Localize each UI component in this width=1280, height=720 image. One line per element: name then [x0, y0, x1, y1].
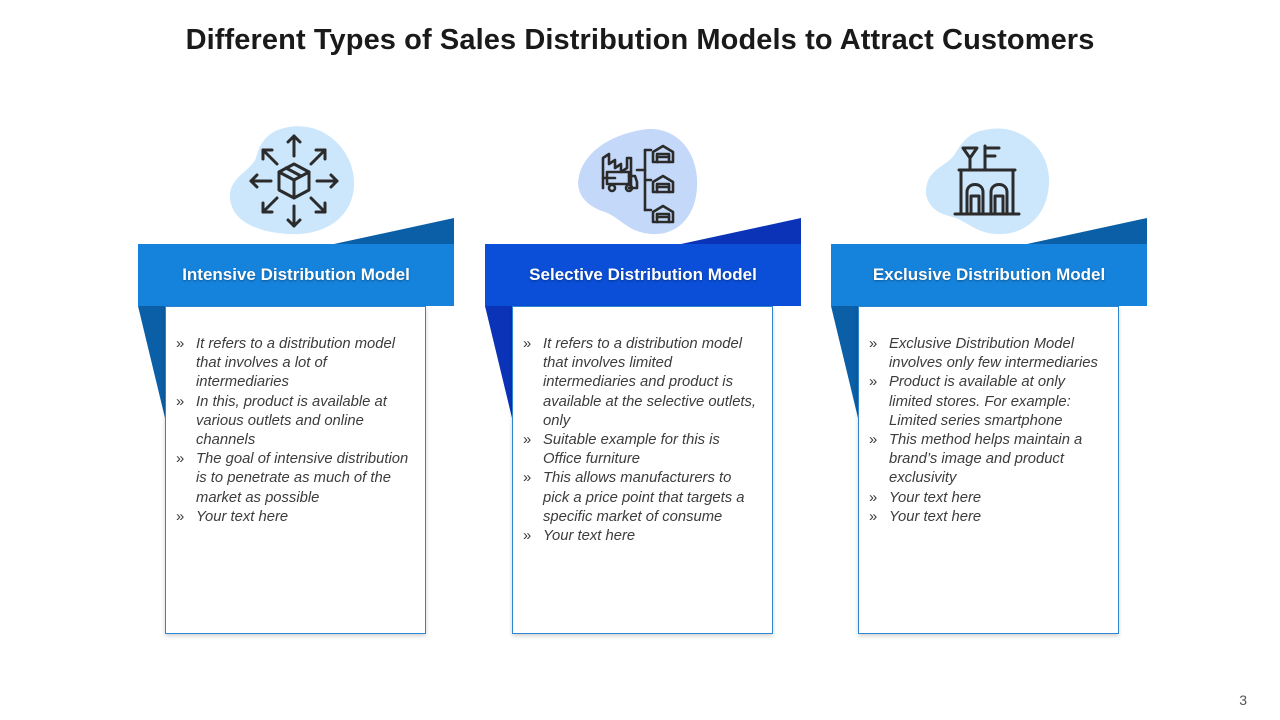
- bullet-item: This method helps maintain a brand’s ima…: [869, 431, 1104, 489]
- page-number: 3: [1239, 692, 1247, 708]
- bullet-list: It refers to a distribution model that i…: [513, 307, 772, 546]
- decorative-blob: [925, 128, 1050, 235]
- exclusive-store-icon: [953, 144, 1021, 216]
- box-distribution-arrows-icon: [249, 134, 339, 228]
- bullet-item: Product is available at only limited sto…: [869, 373, 1104, 431]
- bullet-list: It refers to a distribution model that i…: [166, 307, 425, 527]
- exclusive-model-column: Exclusive Distribution Model Exclusive D…: [831, 0, 1151, 720]
- header-shadow-shape: [485, 218, 801, 418]
- bullet-item: This allows manufacturers to pick a pric…: [523, 469, 758, 527]
- bullet-item: Your text here: [176, 508, 411, 527]
- description-card: Exclusive Distribution Model involves on…: [858, 306, 1119, 634]
- intensive-model-column: Intensive Distribution Model It refers t…: [138, 0, 458, 720]
- bullet-item: Suitable example for this is Office furn…: [523, 431, 758, 469]
- model-header: Selective Distribution Model: [485, 244, 801, 306]
- bullet-item: It refers to a distribution model that i…: [523, 335, 758, 431]
- header-shadow-shape: [138, 218, 454, 418]
- bullet-item: It refers to a distribution model that i…: [176, 335, 411, 393]
- factory-truck-warehouses-icon: [601, 144, 675, 224]
- bullet-item: Your text here: [869, 508, 1104, 527]
- description-card: It refers to a distribution model that i…: [165, 306, 426, 634]
- bullet-item: Your text here: [523, 527, 758, 546]
- bullet-item: Your text here: [869, 489, 1104, 508]
- bullet-item: The goal of intensive distribution is to…: [176, 450, 411, 508]
- model-header: Exclusive Distribution Model: [831, 244, 1147, 306]
- bullet-list: Exclusive Distribution Model involves on…: [859, 307, 1118, 527]
- bullet-item: Exclusive Distribution Model involves on…: [869, 335, 1104, 373]
- bullet-item: In this, product is available at various…: [176, 393, 411, 451]
- header-shadow-shape: [831, 218, 1147, 418]
- slide-title: Different Types of Sales Distribution Mo…: [185, 24, 1095, 56]
- model-header: Intensive Distribution Model: [138, 244, 454, 306]
- selective-model-column: Selective Distribution Model It refers t…: [485, 0, 805, 720]
- description-card: It refers to a distribution model that i…: [512, 306, 773, 634]
